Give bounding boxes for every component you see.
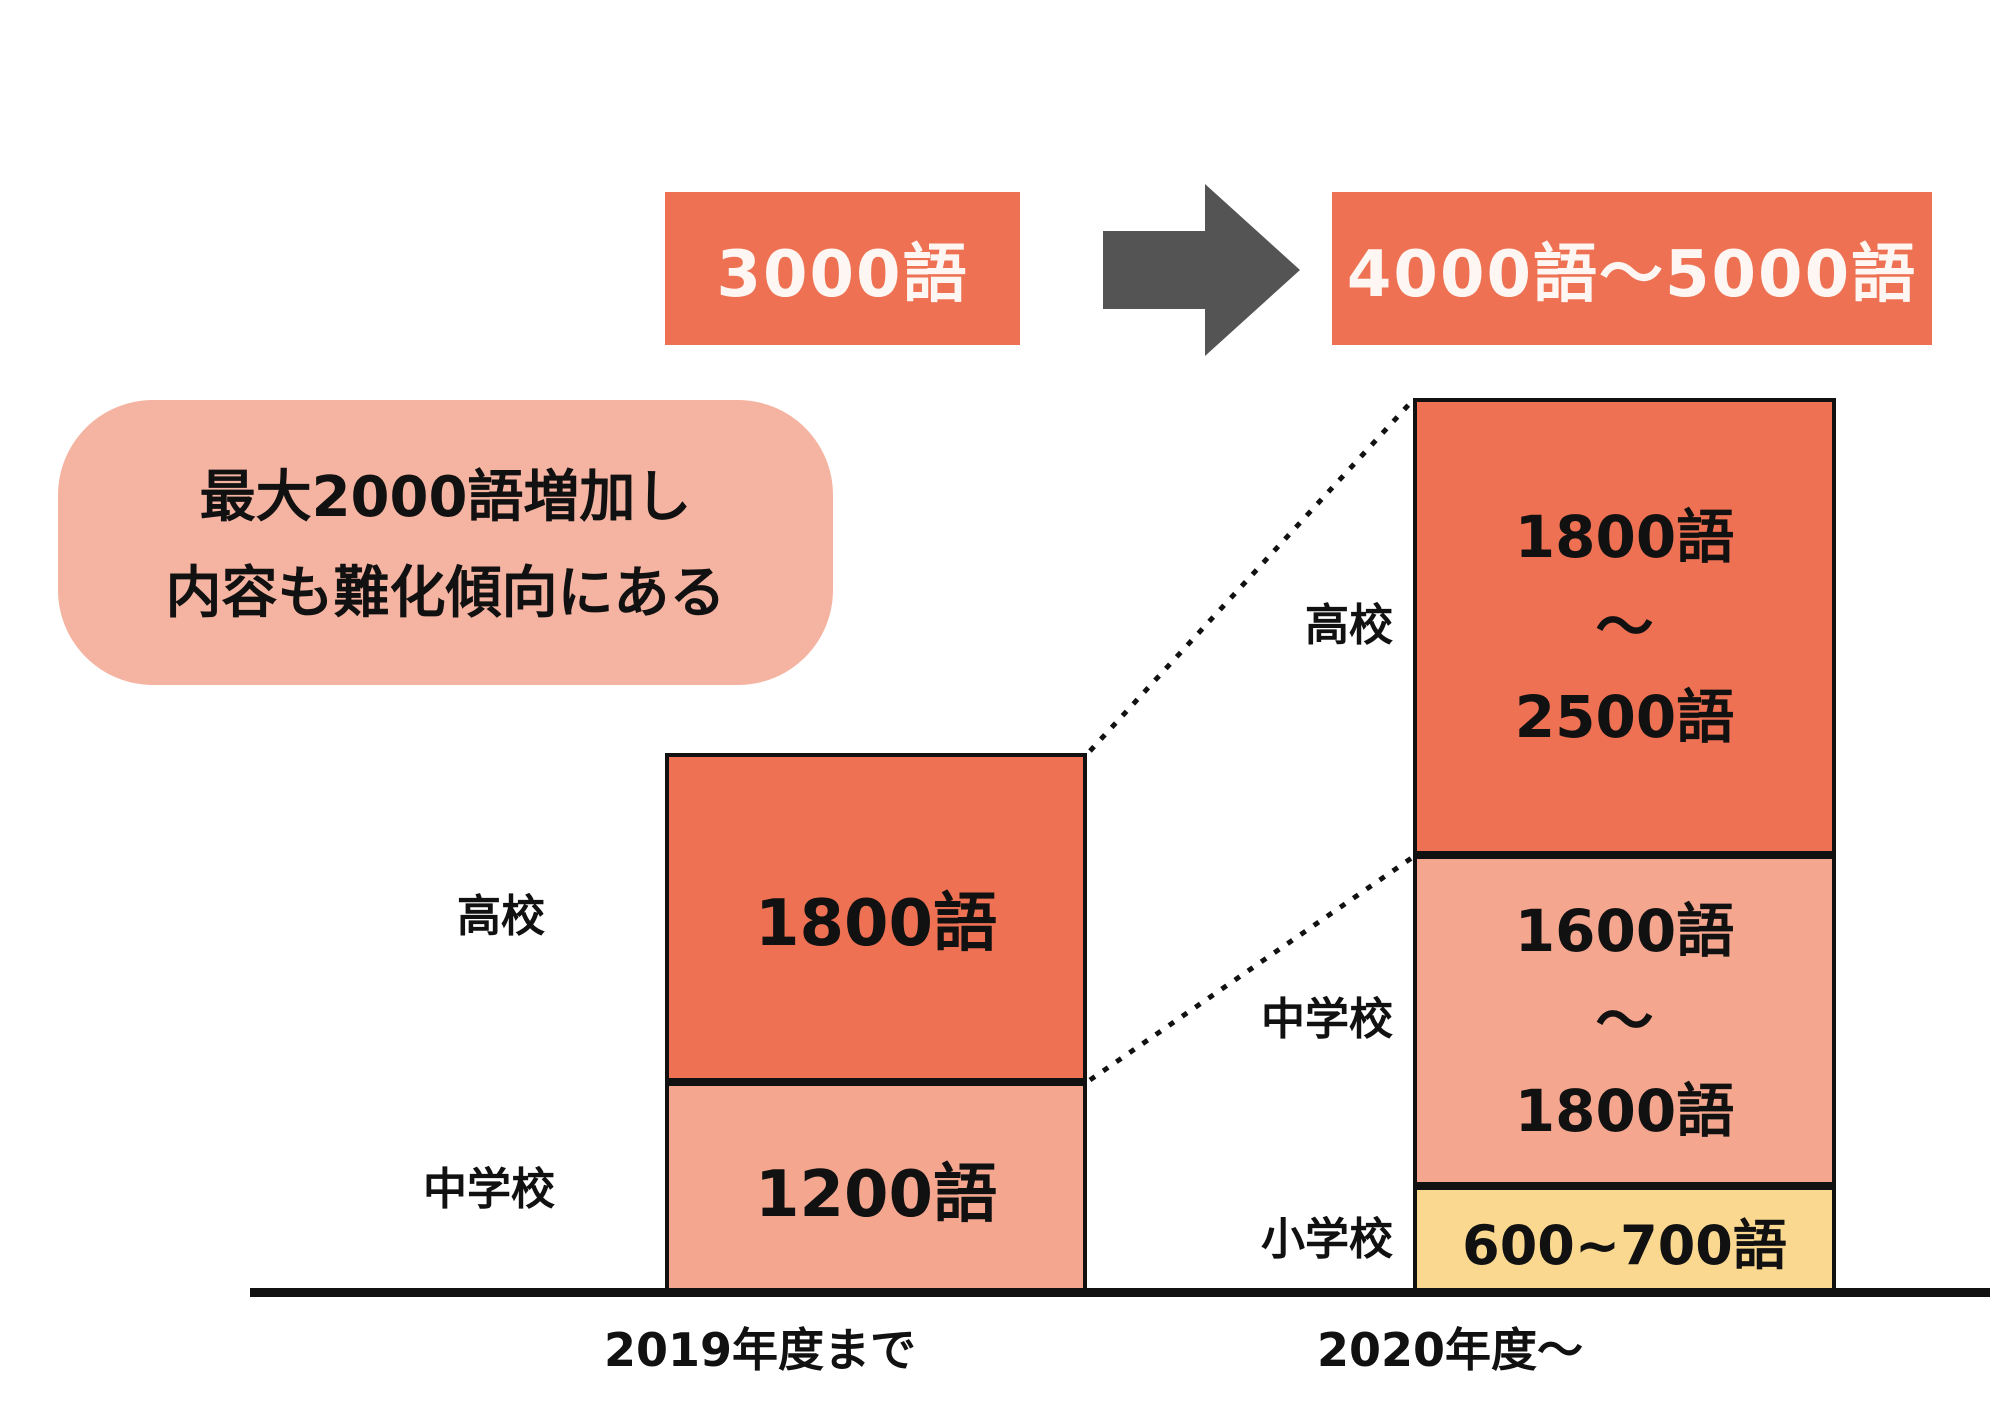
- before-total-box: 3000語: [665, 192, 1020, 345]
- label-2020-shogakko: 小学校: [1261, 1214, 1393, 1265]
- axis-label-2020: 2020年度〜: [1316, 1323, 1584, 1377]
- bar-2020-chugakko-value-to: 1800語: [1514, 1076, 1735, 1145]
- arrow-tail: [1103, 231, 1207, 309]
- bar-2020-chugakko-tilde: 〜: [1595, 986, 1654, 1055]
- bar-2020-koko-value-from: 1800語: [1514, 502, 1735, 571]
- label-2019-koko: 高校: [457, 891, 545, 942]
- arrow-head: [1205, 184, 1300, 356]
- bar-2020-koko-segment: 1800語 〜 2500語: [1413, 398, 1836, 855]
- axis-label-2019: 2019年度まで: [603, 1323, 917, 1377]
- annotation-line-1: 最大2000語増加し: [199, 464, 692, 530]
- label-2020-koko: 高校: [1305, 600, 1393, 651]
- label-2020-chugakko: 中学校: [1261, 994, 1393, 1045]
- bar-2020-koko-tilde: 〜: [1595, 592, 1654, 661]
- bar-2019-chugakko-value: 1200語: [754, 1157, 998, 1232]
- bar-2020-koko-value-to: 2500語: [1514, 682, 1735, 751]
- annotation-line-2: 内容も難化傾向にある: [165, 560, 726, 626]
- x-axis-line: [250, 1288, 1990, 1297]
- after-total-box: 4000語〜5000語: [1332, 192, 1932, 345]
- bar-2020-shogakko-value: 600~700語: [1462, 1214, 1787, 1277]
- bar-2019-koko-value: 1800語: [754, 886, 998, 961]
- bar-2019-koko-segment: 1800語: [665, 753, 1087, 1082]
- bar-2020-shogakko-segment: 600~700語: [1413, 1186, 1836, 1295]
- bar-2019-chugakko-segment: 1200語: [665, 1082, 1087, 1295]
- bar-2020-chugakko-value-from: 1600語: [1514, 896, 1735, 965]
- dotted-line-middle: [1088, 854, 1415, 1083]
- before-total-label: 3000語: [716, 237, 969, 312]
- after-total-label: 4000語〜5000語: [1346, 237, 1918, 312]
- bar-2020-chugakko-segment: 1600語 〜 1800語: [1413, 855, 1836, 1186]
- label-2019-chugakko: 中学校: [423, 1164, 555, 1215]
- dotted-line-top: [1088, 398, 1415, 753]
- annotation-bubble: 最大2000語増加し 内容も難化傾向にある: [58, 400, 833, 685]
